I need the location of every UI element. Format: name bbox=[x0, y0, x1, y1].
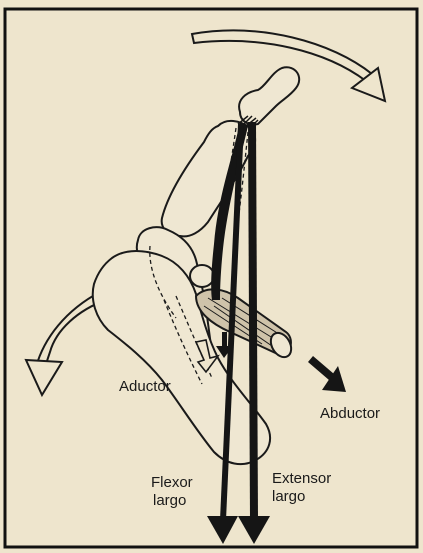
abductor-arrow bbox=[308, 356, 346, 392]
label-abductor: Abductor bbox=[320, 405, 380, 422]
label-flexor-line2: largo bbox=[153, 492, 186, 509]
sesamoid-bone bbox=[190, 265, 214, 287]
label-adductor: Aductor bbox=[119, 378, 171, 395]
label-extensor-line2: largo bbox=[272, 488, 305, 505]
distal-phalanx bbox=[239, 67, 299, 124]
trapezium-bone bbox=[93, 251, 270, 464]
label-extensor-line1: Extensor bbox=[272, 470, 331, 487]
label-flexor-line1: Flexor bbox=[151, 474, 193, 491]
